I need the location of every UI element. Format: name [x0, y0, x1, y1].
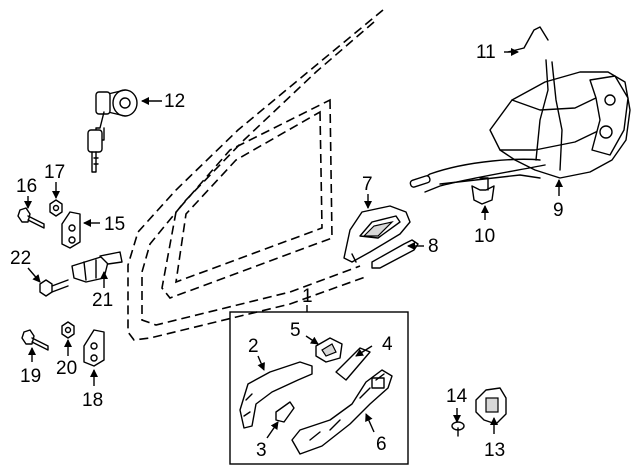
callout-4: 4 — [382, 334, 393, 355]
leader-lines — [24, 48, 563, 439]
callout-3: 3 — [256, 440, 267, 461]
callout-2: 2 — [248, 336, 259, 357]
outside-handle-kit-box — [229, 311, 409, 465]
handle-bracket — [291, 369, 393, 455]
callout-15: 15 — [104, 214, 125, 235]
callout-19: 19 — [20, 366, 41, 387]
striker-screw — [451, 421, 465, 437]
hinge-bolt-lower — [21, 329, 49, 351]
callout-18: 18 — [82, 390, 103, 411]
callout-9: 9 — [553, 200, 564, 221]
door-check — [71, 251, 123, 283]
callout-8: 8 — [428, 236, 439, 257]
callout-5: 5 — [290, 320, 301, 341]
handle-bezel-cover — [371, 239, 419, 269]
hinge-nut-lower — [61, 321, 75, 339]
callout-6: 6 — [376, 434, 387, 455]
callout-10: 10 — [474, 226, 495, 247]
callout-13: 13 — [484, 440, 505, 461]
release-cables — [409, 158, 546, 193]
callout-20: 20 — [56, 358, 77, 379]
callout-21: 21 — [92, 290, 113, 311]
door-check-bolt — [39, 279, 69, 297]
handle-cap — [275, 401, 295, 423]
upper-hinge — [61, 211, 81, 249]
hinge-bolt-upper — [17, 207, 45, 229]
inside-handle — [343, 205, 411, 263]
outside-handle — [239, 361, 313, 429]
door-latch-actuator — [489, 59, 631, 179]
callout-14: 14 — [446, 386, 468, 407]
callout-12: 12 — [164, 91, 185, 112]
cable-clip — [471, 177, 495, 205]
key-cylinder-cap — [315, 337, 343, 363]
callout-1: 1 — [302, 286, 313, 307]
lock-cylinder-with-keys — [87, 89, 138, 173]
callout-11: 11 — [476, 42, 496, 63]
callout-17: 17 — [44, 162, 65, 183]
hinge-nut-upper — [49, 199, 63, 217]
lock-rod — [507, 26, 549, 53]
callout-7: 7 — [362, 174, 373, 195]
lower-hinge — [83, 329, 105, 367]
door-frame-outline — [127, 9, 384, 341]
callout-16: 16 — [16, 176, 37, 197]
callout-22: 22 — [10, 248, 31, 269]
callout-labels: 1 2 3 4 5 6 7 8 9 10 11 12 13 14 15 16 1… — [10, 42, 564, 461]
door-striker — [475, 387, 507, 425]
